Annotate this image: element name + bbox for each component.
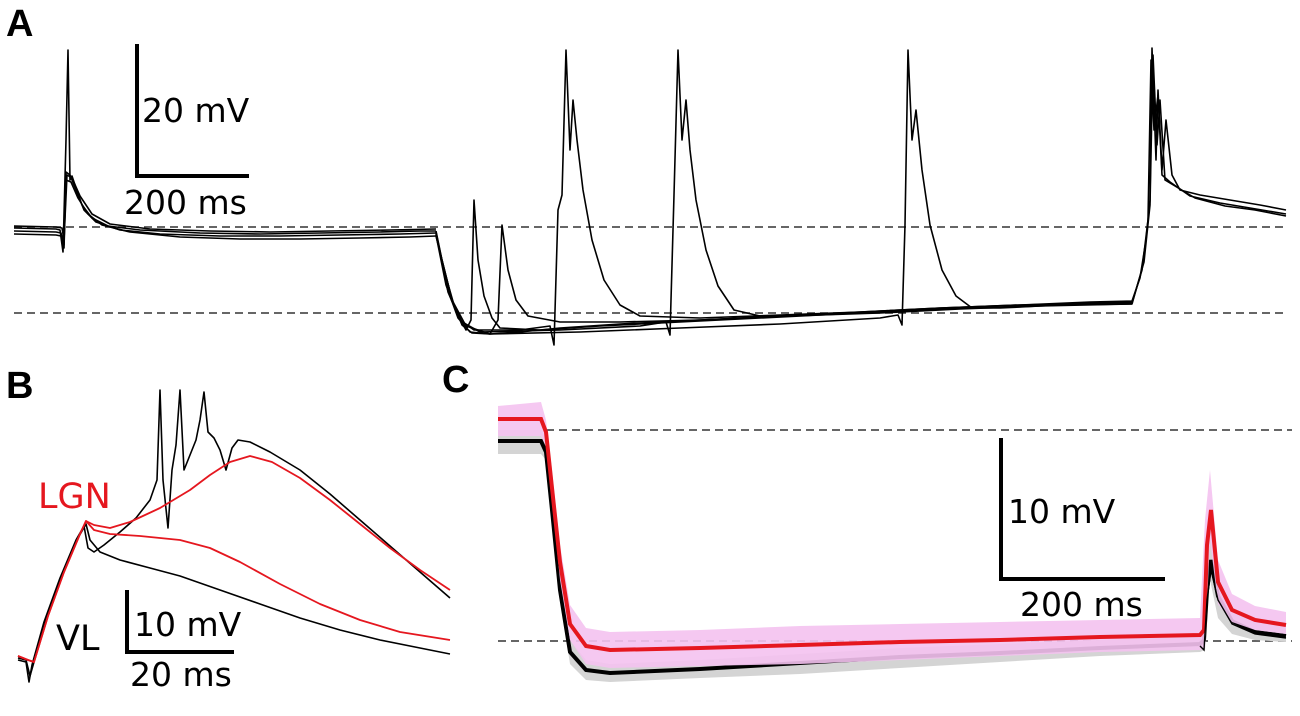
panel-c: C 10 mV 200 ms <box>442 359 1292 682</box>
panel-b-scale-bar <box>125 590 234 654</box>
panel-a-trace-6 <box>435 59 1287 331</box>
panel-c-scale-voltage: 10 mV <box>1008 492 1116 531</box>
panel-b-lgn-trace-lower <box>17 520 451 663</box>
panel-c-lgn-mean-trace <box>498 417 1287 653</box>
panel-b-label: B <box>6 365 33 407</box>
panel-c-scale-bar <box>999 438 1165 581</box>
panel-c-lgn-sem-band <box>498 402 1286 668</box>
panel-a-scale-bar <box>135 44 249 178</box>
panel-b-scale-voltage: 10 mV <box>134 605 242 644</box>
panel-a-initial-segment <box>13 49 437 253</box>
panel-c-label: C <box>442 359 469 401</box>
panel-a-trace-7 <box>435 54 1287 335</box>
panel-a-trace-8 <box>435 49 1133 346</box>
panel-a-scale-time: 200 ms <box>124 183 247 222</box>
panel-b-lgn-traces <box>17 455 451 663</box>
panel-a: A 20 mV 200 ms <box>6 3 1287 346</box>
panel-a-trace-3 <box>13 179 437 249</box>
panel-a-trace-4 <box>13 174 437 241</box>
panel-b-scale-time: 20 ms <box>130 655 232 694</box>
panel-a-trace-10 <box>435 49 1133 335</box>
panel-a-scale-voltage: 20 mV <box>142 91 250 130</box>
panel-b-series-lgn-label: LGN <box>38 477 111 517</box>
panel-a-hyperpolarization-segment <box>435 47 1287 346</box>
panel-b: B LGN VL 10 mV 20 ms <box>6 365 451 694</box>
panel-c-lgn-average <box>498 402 1287 668</box>
panel-a-trace-5 <box>435 47 1287 335</box>
panel-c-vl-mean-outline <box>1199 569 1287 652</box>
panel-b-series-vl-label: VL <box>56 619 100 659</box>
panel-a-trace-9 <box>435 49 1133 336</box>
panel-a-label: A <box>6 3 33 45</box>
panel-c-scale-time: 200 ms <box>1020 585 1143 624</box>
